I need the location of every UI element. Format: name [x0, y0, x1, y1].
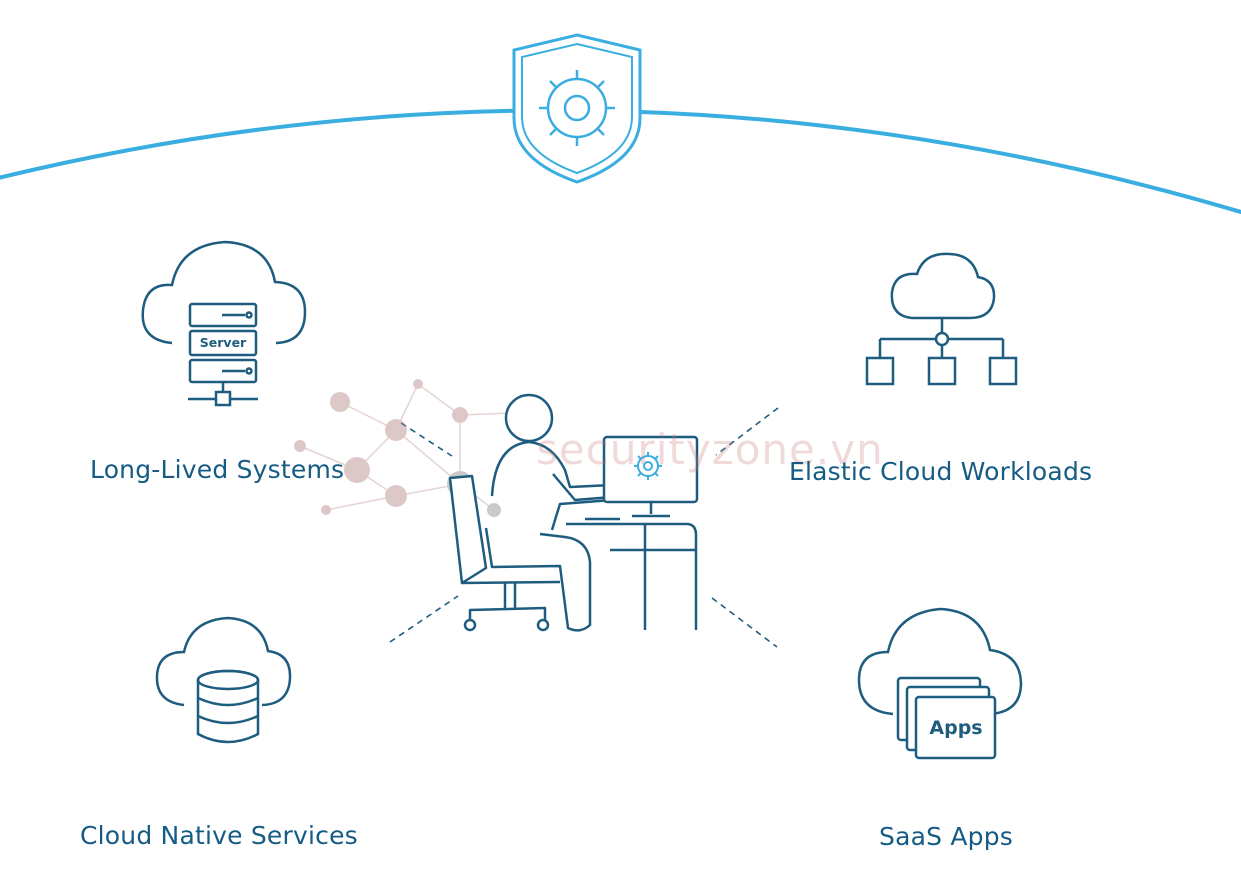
apps-icon-text: Apps [929, 717, 982, 739]
monitor-gear-icon [634, 452, 662, 480]
label-long-lived-systems: Long-Lived Systems [90, 455, 345, 484]
shield-gear-icon [512, 33, 642, 184]
server-icon-text: Server [200, 335, 247, 350]
cloud-database-icon [155, 616, 292, 744]
label-elastic-cloud-workloads: Elastic Cloud Workloads [789, 457, 1093, 486]
watermark-text: securityzone.vn [536, 425, 884, 474]
dashed-connectors [389, 407, 779, 648]
cloud-network-icon [865, 252, 1018, 386]
label-saas-apps: SaaS Apps [879, 822, 1013, 851]
cloud-apps-icon [857, 607, 1023, 760]
person-at-computer-icon [448, 393, 699, 632]
label-cloud-native-services: Cloud Native Services [80, 821, 358, 850]
cloud-server-icon [141, 240, 307, 407]
